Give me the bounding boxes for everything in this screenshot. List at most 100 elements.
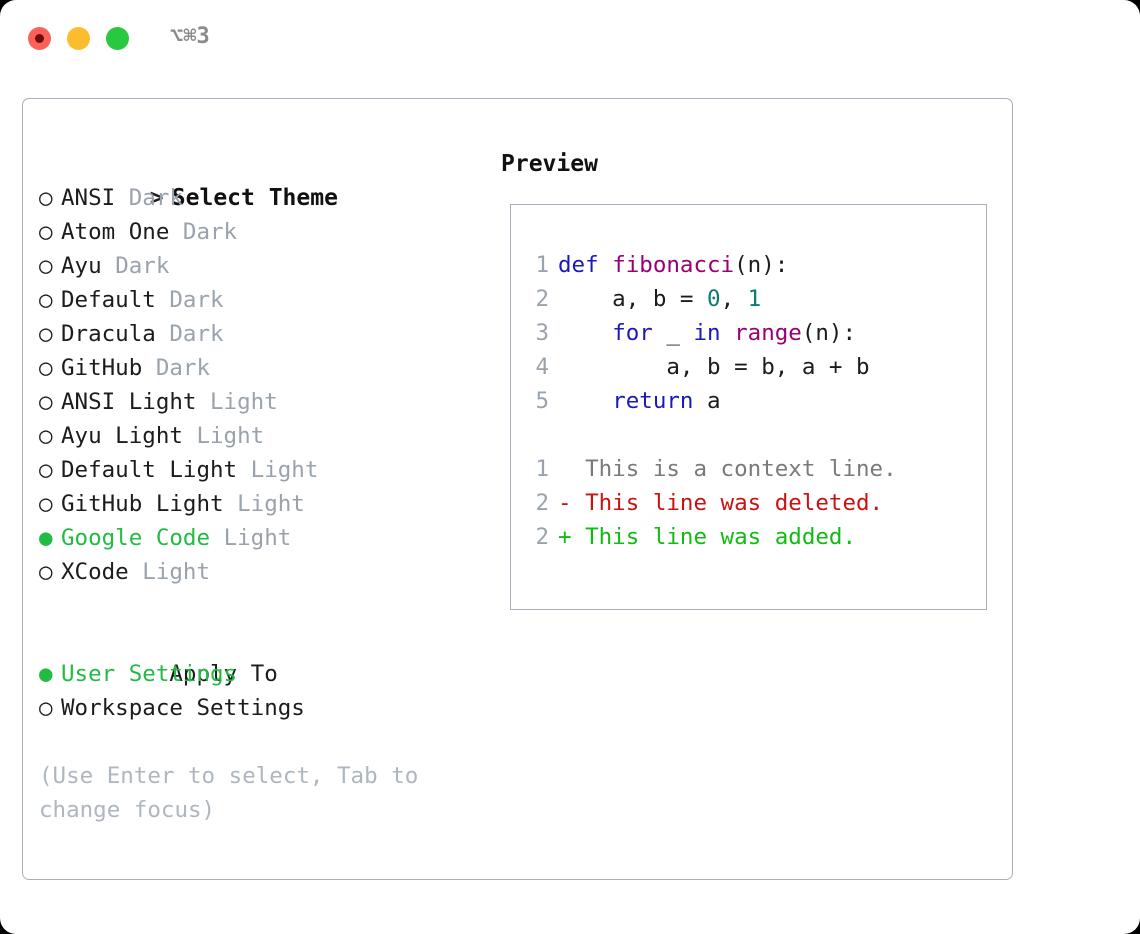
theme-picker-header: >Select Theme [39, 147, 489, 211]
code-token: in [693, 320, 721, 346]
theme-variant-badge: Dark [128, 185, 183, 211]
diff-line-number: 1 [535, 456, 549, 482]
radio-unselected-icon: ○ [39, 185, 53, 211]
radio-unselected-icon: ○ [39, 321, 53, 347]
theme-name: Ayu [61, 253, 102, 279]
radio-unselected-icon: ○ [39, 559, 53, 585]
theme-name: ANSI [61, 185, 116, 211]
code-token: (n): [801, 320, 857, 346]
theme-picker-column: >Select Theme ○ANSI Dark○Atom One Dark○A… [39, 147, 489, 827]
theme-list-item[interactable]: ○ Atom One Dark [39, 215, 489, 249]
main-panel: >Select Theme ○ANSI Dark○Atom One Dark○A… [22, 98, 1013, 880]
code-line-number: 4 [535, 354, 549, 380]
theme-variant-badge: Light [210, 389, 278, 415]
theme-variant-badge: Light [142, 559, 211, 585]
theme-name: GitHub [61, 355, 143, 381]
apply-to-label: Workspace Settings [61, 695, 305, 721]
code-line-number: 1 [535, 252, 549, 278]
hint-line-2: change focus) [39, 797, 216, 823]
code-token: return [612, 388, 694, 414]
code-line: 4 a, b = b, a + b [525, 350, 975, 384]
preview-title: Preview [501, 151, 598, 177]
radio-unselected-icon: ○ [39, 457, 53, 483]
theme-list-item[interactable]: ○Ayu Light Light [39, 419, 489, 453]
code-token: fibonacci [612, 252, 735, 278]
theme-list-item[interactable]: ○Default Light Light [39, 453, 489, 487]
theme-name: XCode [61, 559, 129, 585]
theme-variant-badge: Dark [169, 287, 224, 313]
code-token [599, 252, 613, 278]
minimize-window-button[interactable] [67, 27, 90, 50]
diff-marker: - [558, 490, 572, 516]
diff-line: 2 + This line was added. [525, 520, 975, 554]
theme-name: Atom One [61, 219, 170, 245]
code-token: def [558, 252, 599, 278]
theme-list-item[interactable]: ○ANSI Light Light [39, 385, 489, 419]
maximize-window-button[interactable] [106, 27, 129, 50]
list-spacer [39, 589, 489, 623]
radio-unselected-icon: ○ [39, 219, 53, 245]
theme-name-gap [115, 185, 129, 211]
theme-list-item[interactable]: ○Dracula Dark [39, 317, 489, 351]
code-line: 3 for _ in range(n): [525, 316, 975, 350]
code-diff-gap [525, 418, 975, 452]
diff-marker [558, 456, 572, 482]
theme-list-item[interactable]: ○ XCode Light [39, 555, 489, 589]
close-icon [35, 34, 44, 43]
theme-name-gap [169, 219, 183, 245]
theme-variant-badge: Dark [115, 253, 170, 279]
theme-name: ANSI Light [61, 389, 197, 415]
page-title: Select Theme [171, 185, 338, 211]
code-token: ): [761, 252, 789, 278]
code-token: a, b = [558, 286, 708, 312]
diff-line-number: 2 [535, 490, 549, 516]
theme-list-item[interactable]: ●Google Code Light [39, 521, 489, 555]
theme-name: Default [61, 287, 156, 313]
theme-list-item[interactable]: ○ ANSI Dark [39, 181, 489, 215]
hint-spacer [39, 725, 489, 759]
theme-list-item[interactable]: ○Ayu Dark [39, 249, 489, 283]
theme-name-gap [224, 491, 238, 517]
theme-name-gap [237, 457, 251, 483]
code-line-number: 5 [535, 388, 549, 414]
theme-list-item[interactable]: ○GitHub Dark [39, 351, 489, 385]
keyboard-shortcut-label: ⌥⌘3 [170, 24, 210, 49]
apply-to-label: User Settings [61, 661, 238, 687]
theme-variant-badge: Light [250, 457, 319, 483]
code-line: 2 a, b = 0, 1 [525, 282, 975, 316]
diff-block: 1 This is a context line. 2- This line wa… [525, 452, 975, 554]
diff-line-number: 2 [535, 524, 549, 550]
apply-to-item[interactable]: ●User Settings [39, 657, 489, 691]
close-window-button[interactable] [28, 27, 51, 50]
radio-unselected-icon: ○ [39, 423, 53, 449]
theme-list-item[interactable]: ○GitHub Light Light [39, 487, 489, 521]
theme-list: ○ANSI Dark○Atom One Dark○Ayu Dark○Defaul… [39, 181, 489, 589]
hint-line-1: (Use Enter to select, Tab to [39, 763, 419, 789]
apply-to-item[interactable]: ○ Workspace Settings [39, 691, 489, 725]
radio-unselected-icon: ○ [39, 491, 53, 517]
theme-name: Dracula [61, 321, 156, 347]
diff-marker: + [558, 524, 572, 550]
code-token [558, 320, 612, 346]
theme-name: Ayu Light [61, 423, 183, 449]
theme-name-gap [142, 355, 156, 381]
code-token: n [747, 252, 762, 278]
code-token: 0 [707, 286, 721, 312]
code-line-number: 3 [535, 320, 549, 346]
theme-list-item[interactable]: ○ Default Dark [39, 283, 489, 317]
code-token: a, b = b, a + b [558, 354, 870, 380]
radio-selected-icon: ● [39, 525, 53, 551]
radio-unselected-icon: ○ [39, 287, 53, 313]
code-token: range [734, 320, 802, 346]
diff-text: This line was added. [571, 524, 857, 550]
theme-variant-badge: Dark [182, 219, 238, 245]
code-token: for [612, 320, 653, 346]
diff-text: This is a context line. [571, 456, 897, 482]
theme-name-gap [183, 423, 197, 449]
radio-unselected-icon: ○ [39, 695, 53, 721]
diff-line: 2- This line was deleted. [525, 486, 975, 520]
theme-name-gap [102, 253, 116, 279]
